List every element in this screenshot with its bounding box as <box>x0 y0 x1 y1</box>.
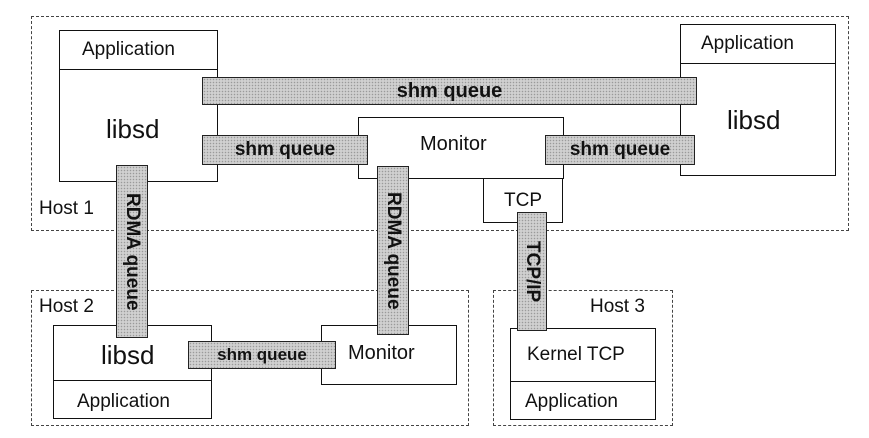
monitor-box-host2 <box>321 325 457 385</box>
libsd-label-host1-left: libsd <box>106 114 160 144</box>
shm-queue-top: shm queue <box>202 77 697 105</box>
application-label-host3: Application <box>525 391 618 412</box>
application-box-host1-right <box>680 24 836 64</box>
libsd-label-host2: libsd <box>101 340 155 370</box>
monitor-label-host1: Monitor <box>420 133 487 155</box>
application-label-host1-left: Application <box>82 39 175 60</box>
kernel-tcp-label: Kernel TCP <box>527 344 625 365</box>
tcpip-link: TCP/IP <box>517 212 547 331</box>
host-2-container <box>31 290 469 426</box>
shm-queue-host2: shm queue <box>188 341 336 369</box>
host-1-label: Host 1 <box>39 198 94 219</box>
host-2-label: Host 2 <box>39 296 94 317</box>
shm-queue-right: shm queue <box>545 135 695 165</box>
tcp-label: TCP <box>504 190 542 211</box>
host-3-label: Host 3 <box>590 296 645 317</box>
libsd-label-host1-right: libsd <box>727 105 781 135</box>
host-3-container <box>493 290 673 426</box>
application-box-host1-left <box>59 30 218 70</box>
application-box-host2 <box>53 380 212 419</box>
application-label-host2: Application <box>77 391 170 412</box>
host-1-container <box>31 16 849 231</box>
monitor-label-host2: Monitor <box>348 342 415 364</box>
rdma-queue-right: RDMA queue <box>377 166 409 335</box>
shm-queue-left: shm queue <box>202 135 368 165</box>
application-box-host3 <box>510 381 656 420</box>
rdma-queue-left: RDMA queue <box>116 165 148 338</box>
application-label-host1-right: Application <box>701 33 794 54</box>
